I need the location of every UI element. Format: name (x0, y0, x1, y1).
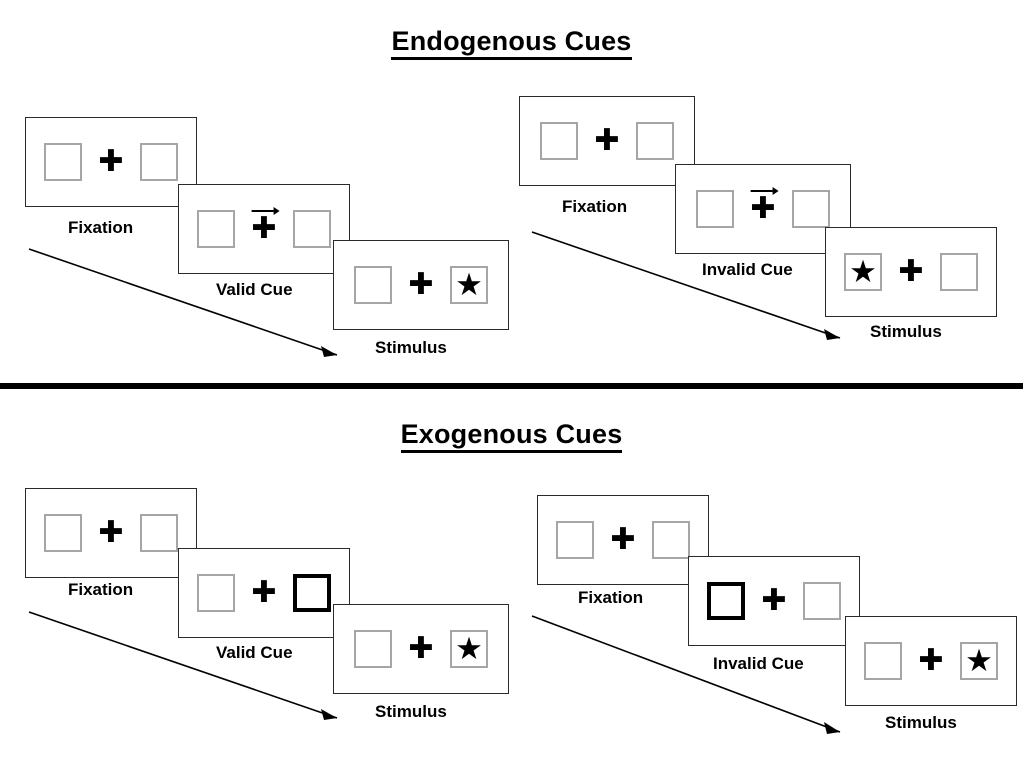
star-icon: ★ (455, 266, 483, 302)
right-placeholder-box: ★ (140, 514, 178, 552)
fixation-center: ✚ (249, 207, 280, 251)
right-placeholder-box: ★ (940, 253, 978, 291)
fixation-cross-icon: ✚ (251, 211, 277, 246)
trial-frame-exogenous-invalid-stimulus: ★ ✚ ★ (845, 616, 1017, 706)
trial-frame-endogenous-invalid-fixation: ★ ✚ ★ (519, 96, 695, 186)
stage-caption-exogenous-invalid-stimulus: Stimulus (885, 713, 957, 732)
stage-caption-exogenous-valid-stimulus: Stimulus (375, 702, 447, 721)
fixation-center: ✚ (759, 579, 789, 623)
fixation-cross-icon: ✚ (761, 583, 787, 618)
right-placeholder-box: ★ (792, 190, 830, 228)
stage-caption-endogenous-valid-fixation: Fixation (68, 218, 134, 237)
trial-frame-exogenous-valid-cue: ★ ✚ ★ (178, 548, 350, 638)
right-placeholder-box: ★ (293, 210, 331, 248)
left-placeholder-box: ★ (44, 143, 82, 181)
section-title-exogenous-text: Exogenous Cues (400, 419, 623, 453)
right-placeholder-box-cued: ★ (293, 574, 331, 612)
star-icon: ★ (455, 630, 483, 666)
fixation-cross-icon: ✚ (750, 191, 776, 226)
left-placeholder-box: ★ (540, 122, 578, 160)
stage-caption-endogenous-valid-stimulus: Stimulus (375, 338, 447, 357)
right-placeholder-box: ★ (140, 143, 178, 181)
fixation-cross-icon: ✚ (408, 267, 434, 302)
star-icon: ★ (849, 253, 877, 289)
fixation-cross-icon: ✚ (594, 123, 620, 158)
right-placeholder-box: ★ (652, 521, 690, 559)
fixation-cross-icon: ✚ (408, 631, 434, 666)
star-icon: ★ (965, 642, 993, 678)
trial-frame-endogenous-valid-fixation: ★ ✚ ★ (25, 117, 197, 207)
section-title-endogenous-text: Endogenous Cues (391, 26, 632, 60)
trial-frame-endogenous-valid-stimulus: ★ ✚ ★ (333, 240, 509, 330)
cue-arrow-right-icon (750, 187, 779, 195)
stage-caption-exogenous-valid-cue: Valid Cue (216, 643, 293, 662)
stage-caption-exogenous-invalid-fixation: Fixation (578, 588, 644, 607)
stage-caption-endogenous-invalid-stimulus: Stimulus (870, 322, 942, 341)
fixation-center: ✚ (249, 571, 279, 615)
fixation-center: ✚ (406, 263, 436, 307)
fixation-center: ✚ (96, 140, 126, 184)
stage-caption-endogenous-valid-cue: Valid Cue (216, 280, 293, 299)
stage-caption-endogenous-invalid-fixation: Fixation (562, 197, 628, 216)
section-divider (0, 383, 1023, 389)
left-placeholder-box: ★ (197, 574, 235, 612)
left-placeholder-box: ★ (696, 190, 734, 228)
left-placeholder-box: ★ (44, 514, 82, 552)
left-placeholder-box: ★ (864, 642, 902, 680)
trial-frame-exogenous-invalid-fixation: ★ ✚ ★ (537, 495, 709, 585)
fixation-center: ✚ (748, 187, 779, 231)
fixation-cross-icon: ✚ (251, 575, 277, 610)
left-placeholder-box: ★ (354, 630, 392, 668)
stage-caption-endogenous-invalid-cue: Invalid Cue (702, 260, 793, 279)
fixation-center: ✚ (916, 639, 946, 683)
left-placeholder-box: ★ (844, 253, 882, 291)
cue-arrow-right-icon (251, 207, 280, 215)
section-title-endogenous: Endogenous Cues (0, 26, 1023, 60)
right-placeholder-box: ★ (960, 642, 998, 680)
fixation-center: ✚ (406, 627, 436, 671)
section-title-exogenous: Exogenous Cues (0, 419, 1023, 453)
left-placeholder-box: ★ (556, 521, 594, 559)
fixation-cross-icon: ✚ (898, 254, 924, 289)
trial-frame-exogenous-valid-fixation: ★ ✚ ★ (25, 488, 197, 578)
right-placeholder-box: ★ (450, 266, 488, 304)
left-placeholder-box-cued: ★ (707, 582, 745, 620)
stage-caption-exogenous-valid-fixation: Fixation (68, 580, 134, 599)
fixation-center: ✚ (896, 250, 926, 294)
fixation-center: ✚ (608, 518, 638, 562)
fixation-center: ✚ (96, 511, 126, 555)
left-placeholder-box: ★ (197, 210, 235, 248)
right-placeholder-box: ★ (803, 582, 841, 620)
fixation-center: ✚ (592, 119, 622, 163)
fixation-cross-icon: ✚ (610, 522, 636, 557)
fixation-cross-icon: ✚ (98, 144, 124, 179)
right-placeholder-box: ★ (450, 630, 488, 668)
right-placeholder-box: ★ (636, 122, 674, 160)
trial-frame-endogenous-invalid-stimulus: ★ ✚ ★ (825, 227, 997, 317)
trial-frame-exogenous-invalid-cue: ★ ✚ ★ (688, 556, 860, 646)
trial-frame-endogenous-valid-cue: ★ ✚ ★ (178, 184, 350, 274)
fixation-cross-icon: ✚ (98, 515, 124, 550)
stage-caption-exogenous-invalid-cue: Invalid Cue (713, 654, 804, 673)
left-placeholder-box: ★ (354, 266, 392, 304)
fixation-cross-icon: ✚ (918, 643, 944, 678)
trial-frame-exogenous-valid-stimulus: ★ ✚ ★ (333, 604, 509, 694)
